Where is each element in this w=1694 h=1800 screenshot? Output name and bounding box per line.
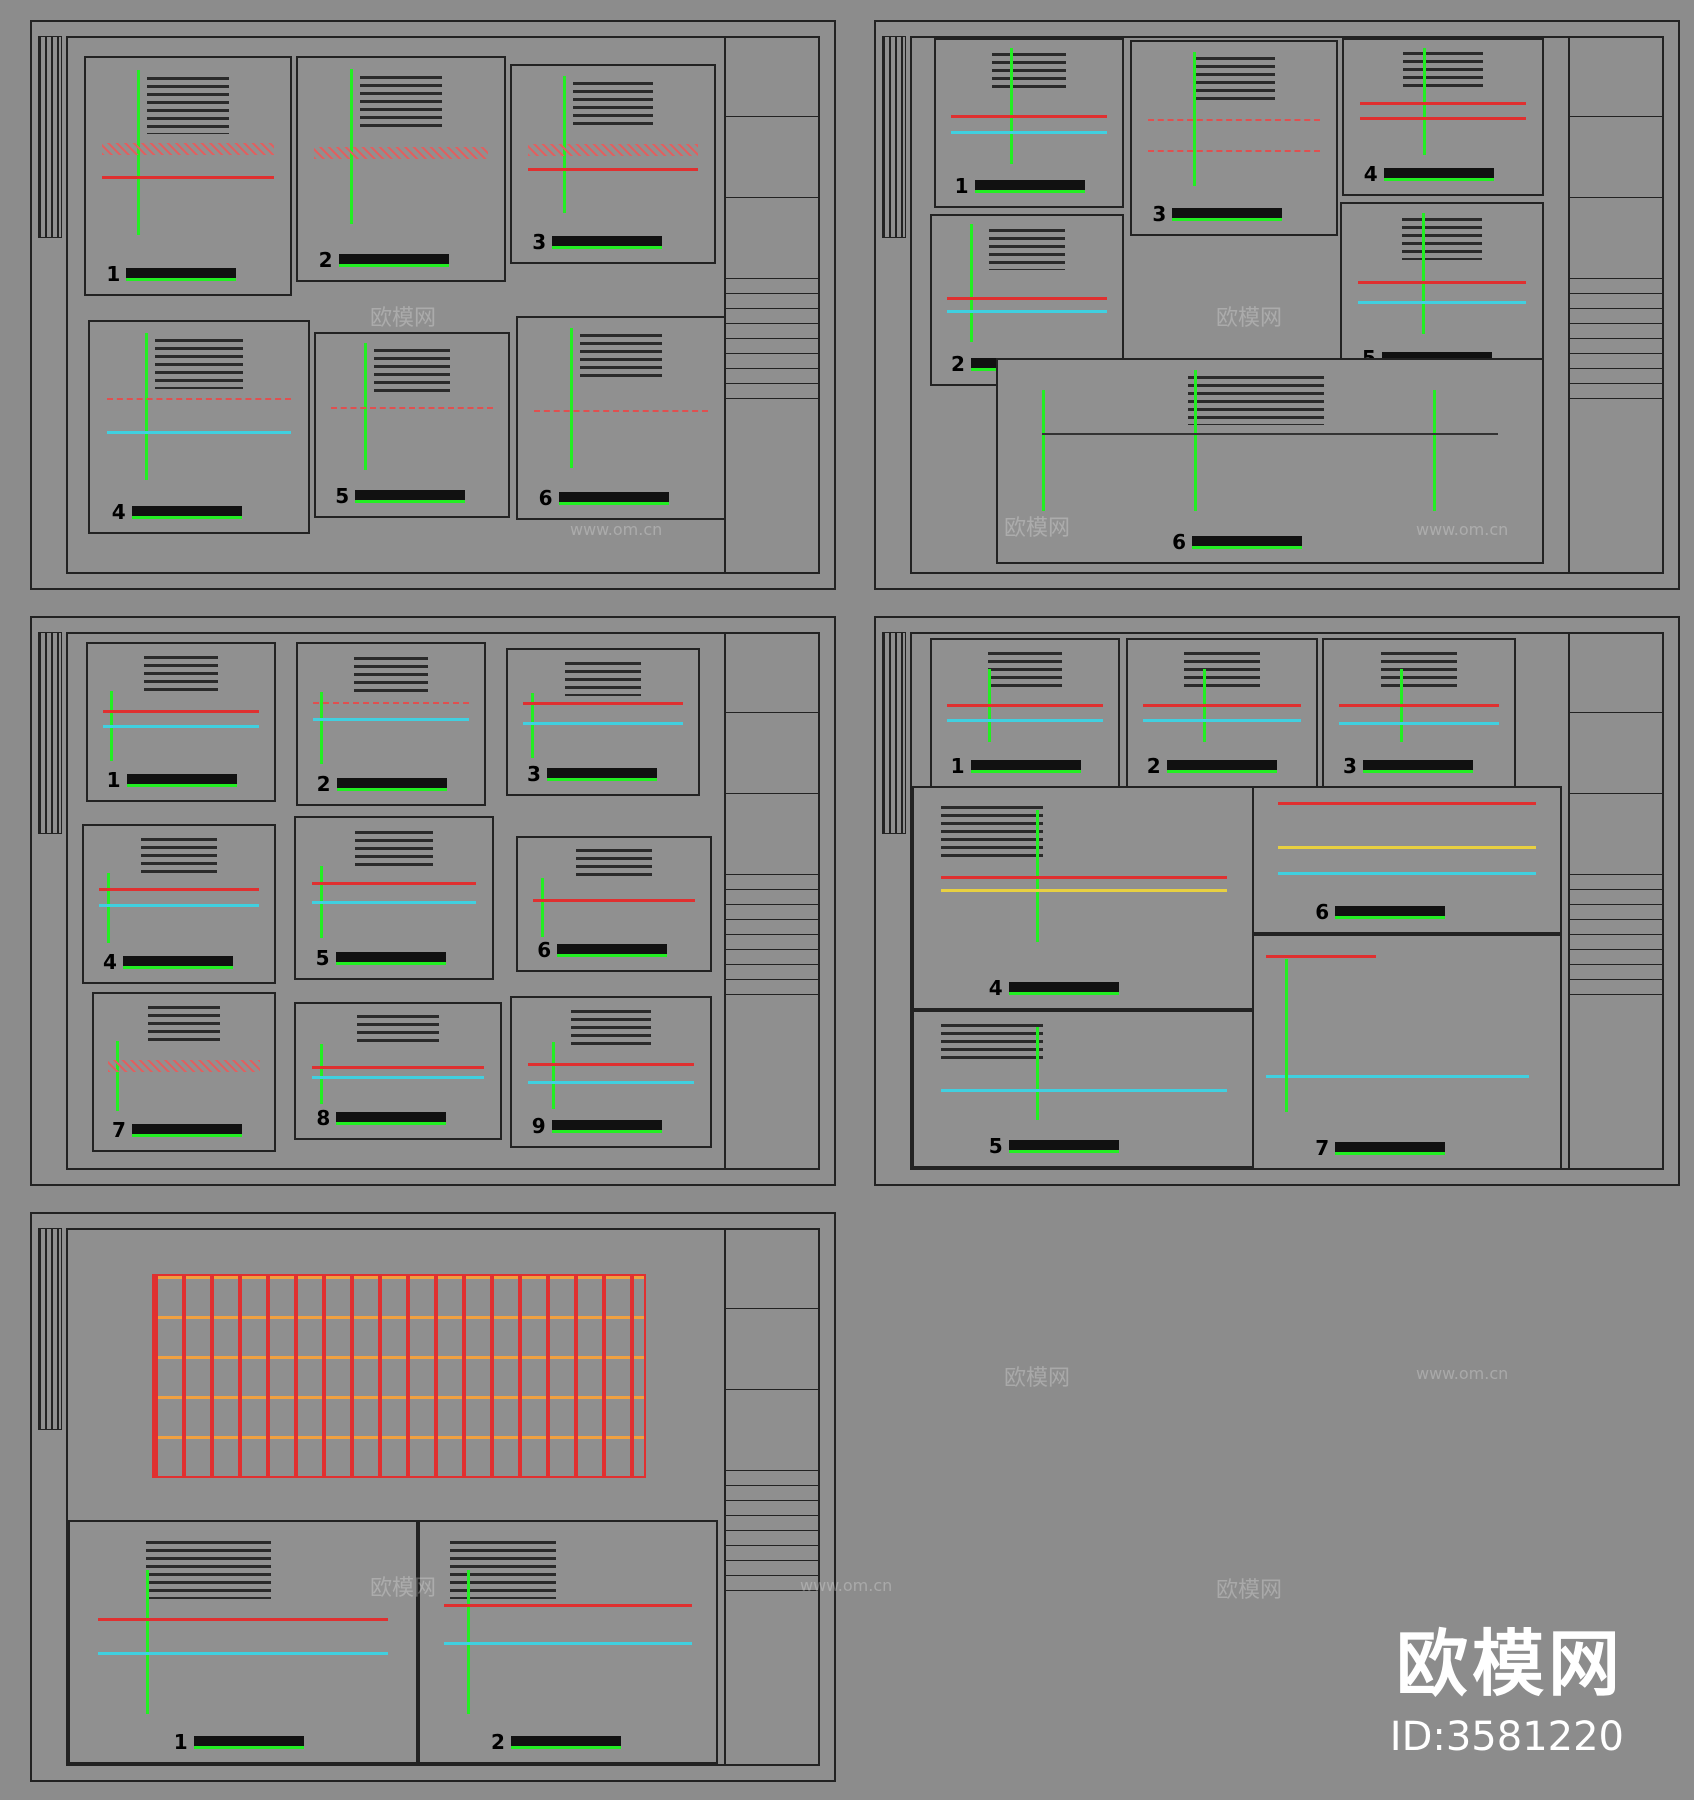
detail-number: 5 xyxy=(335,484,350,508)
detail-panel: 2 xyxy=(930,214,1124,386)
plan-grid xyxy=(152,1274,646,1478)
detail-number: 1 xyxy=(950,754,965,778)
watermark-url: www.om.cn xyxy=(800,1576,893,1595)
detail-panel: 6 xyxy=(996,358,1544,564)
detail-number: 3 xyxy=(1343,754,1357,778)
detail-number: 3 xyxy=(1152,202,1167,226)
detail-panel: 3 xyxy=(510,64,716,264)
title-block xyxy=(724,1228,820,1766)
detail-panel: 4 xyxy=(1342,38,1544,196)
detail-panel: 5 xyxy=(912,1010,1256,1168)
binding-strip xyxy=(882,632,906,834)
watermark: 欧模网 xyxy=(1004,1366,1071,1391)
detail-panel: 7 xyxy=(1252,934,1562,1170)
detail-number: 6 xyxy=(537,938,552,962)
sheet-frame xyxy=(66,36,820,574)
drawing-sheet-e: 1 2 xyxy=(30,1212,836,1782)
sheet-frame xyxy=(66,1228,820,1766)
title-block xyxy=(724,36,820,574)
detail-number: 1 xyxy=(106,262,121,286)
detail-panel: 3 xyxy=(506,648,700,796)
detail-panel: 6 xyxy=(1252,786,1562,934)
detail-number: 2 xyxy=(491,1730,505,1754)
detail-number: 2 xyxy=(318,248,333,272)
detail-number: 5 xyxy=(315,946,330,970)
watermark: 欧模网 xyxy=(1216,306,1283,331)
detail-panel: 6 xyxy=(516,836,712,972)
detail-panel: 4 xyxy=(912,786,1256,1010)
detail-number: 6 xyxy=(538,486,553,510)
title-block xyxy=(724,632,820,1170)
watermark-url: www.om.cn xyxy=(1416,1364,1509,1383)
drawing-sheet-c: 1 2 3 4 5 6 7 8 9 xyxy=(30,616,836,1186)
binding-strip xyxy=(38,36,62,238)
detail-number: 7 xyxy=(112,1118,126,1142)
binding-strip xyxy=(882,36,906,238)
detail-panel: 6 xyxy=(516,316,726,520)
detail-number: 6 xyxy=(1315,900,1330,924)
drawing-sheet-b: 1 2 3 4 5 6 xyxy=(874,20,1680,590)
detail-panel: 3 xyxy=(1130,40,1338,236)
detail-panel: 2 xyxy=(296,56,506,282)
detail-panel: 5 xyxy=(294,816,494,980)
watermark-url: www.om.cn xyxy=(570,520,663,539)
title-block xyxy=(1568,36,1664,574)
detail-number: 4 xyxy=(111,500,126,524)
detail-panel: 5 xyxy=(314,332,510,518)
binding-strip xyxy=(38,1228,62,1430)
watermark-url: www.om.cn xyxy=(1416,520,1509,539)
detail-panel: 2 xyxy=(418,1520,718,1764)
detail-number: 2 xyxy=(316,772,331,796)
drawing-sheet-d: 1 2 3 4 5 6 7 xyxy=(874,616,1680,1186)
binding-strip xyxy=(38,632,62,834)
detail-panel: 1 xyxy=(84,56,292,296)
detail-number: 6 xyxy=(1172,530,1186,554)
drawing-sheet-a: 1 2 3 4 5 6 xyxy=(30,20,836,590)
detail-number: 1 xyxy=(954,174,969,198)
sheet-frame xyxy=(910,36,1664,574)
brand-id: ID:3581220 xyxy=(1389,1714,1624,1760)
title-block xyxy=(1568,632,1664,1170)
sheet-frame xyxy=(66,632,820,1170)
brand-logo: 欧模网 xyxy=(1395,1622,1624,1706)
detail-number: 2 xyxy=(951,352,965,376)
detail-panel: 3 xyxy=(1322,638,1516,788)
detail-number: 3 xyxy=(532,230,547,254)
detail-panel: 1 xyxy=(934,38,1124,208)
detail-number: 3 xyxy=(527,762,541,786)
detail-number: 4 xyxy=(988,976,1003,1000)
detail-panel: 2 xyxy=(296,642,486,806)
watermark: 欧模网 xyxy=(370,306,437,331)
detail-panel: 2 xyxy=(1126,638,1318,788)
watermark: 欧模网 xyxy=(1216,1578,1283,1603)
detail-number: 4 xyxy=(1363,162,1378,186)
detail-panel: 5 xyxy=(1340,202,1544,380)
detail-number: 2 xyxy=(1146,754,1161,778)
detail-panel: 1 xyxy=(68,1520,418,1764)
detail-number: 4 xyxy=(103,950,117,974)
detail-number: 7 xyxy=(1315,1136,1330,1160)
watermark: 欧模网 xyxy=(370,1576,437,1601)
detail-number: 9 xyxy=(531,1114,546,1138)
detail-panel: 7 xyxy=(92,992,276,1152)
detail-number: 5 xyxy=(988,1134,1003,1158)
detail-panel: 4 xyxy=(82,824,276,984)
detail-panel: 1 xyxy=(86,642,276,802)
detail-number: 8 xyxy=(316,1106,331,1130)
detail-number: 1 xyxy=(173,1730,188,1754)
watermark: 欧模网 xyxy=(1004,516,1071,541)
detail-number: 1 xyxy=(106,768,121,792)
detail-panel: 4 xyxy=(88,320,310,534)
detail-panel: 1 xyxy=(930,638,1120,788)
detail-panel: 8 xyxy=(294,1002,502,1140)
detail-panel: 9 xyxy=(510,996,712,1148)
